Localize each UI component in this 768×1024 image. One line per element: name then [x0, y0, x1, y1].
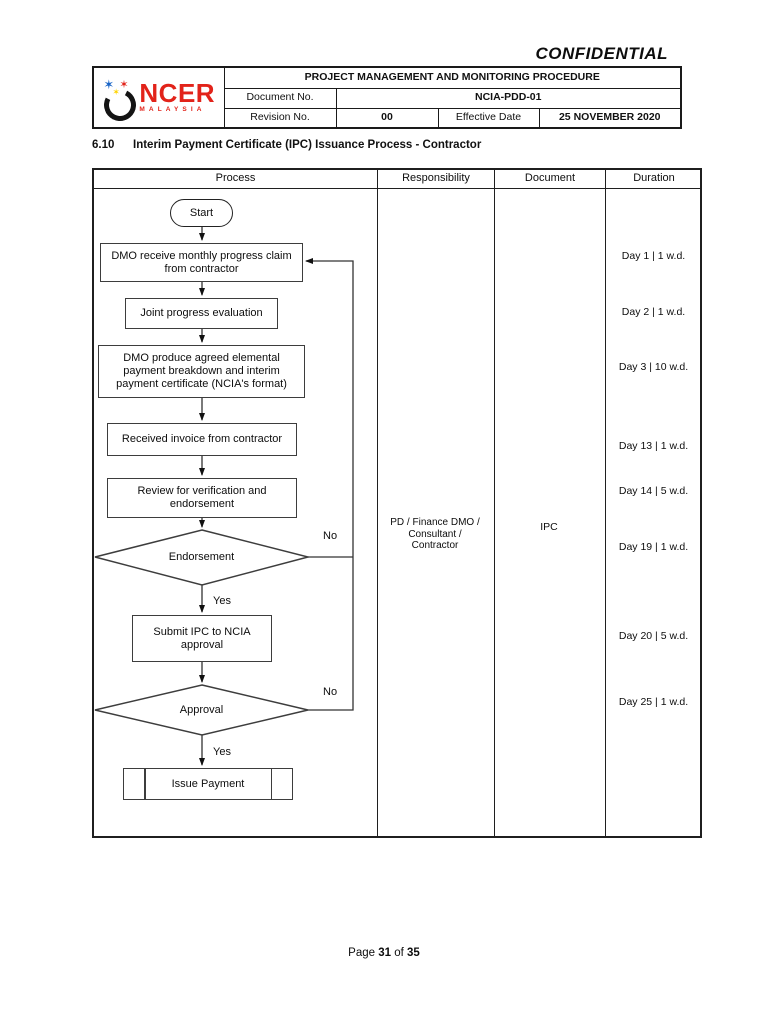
flow-step-receive-claim: DMO receive monthly progress claim from …: [100, 243, 303, 282]
section-title: Interim Payment Certificate (IPC) Issuan…: [133, 139, 482, 151]
logo-name: NCER: [139, 77, 216, 108]
procedure-title: PROJECT MANAGEMENT AND MONITORING PROCED…: [223, 66, 682, 89]
ncer-logo-icon: ✶ ✶ ✶: [100, 76, 141, 125]
revision-no-value: 00: [335, 107, 439, 129]
issue-payment-label: Issue Payment: [171, 777, 245, 790]
decision-approval-label: Approval: [179, 704, 224, 716]
column-header-responsibility: Responsibility: [402, 172, 470, 184]
document-value: IPC: [540, 521, 558, 533]
feedback-no-connector: [305, 258, 354, 711]
of-label: of: [394, 947, 404, 959]
ncer-logo: ✶ ✶ ✶ NCER MALAYSIA: [94, 76, 224, 125]
decision-endorsement-diamond: [94, 529, 311, 586]
decision-approval-diamond: [94, 684, 309, 736]
column-divider: [494, 170, 495, 836]
star-icon: ✶: [112, 86, 120, 97]
logo-subtitle: MALAYSIA: [139, 106, 206, 114]
document-no-value: NCIA-PDD-01: [335, 87, 682, 109]
effective-date-label: Effective Date: [437, 107, 540, 129]
flow-step-received-invoice: Received invoice from contractor: [107, 423, 297, 456]
flow-step-submit-ipc: Submit IPC to NCIA approval: [132, 615, 272, 662]
predefined-process-bar: [144, 769, 146, 799]
column-header-process: Process: [215, 172, 256, 184]
page-footer: Page 31 of 35: [0, 947, 768, 959]
flow-step-review: Review for verification and endorsement: [107, 478, 297, 518]
duration-label: Day 19 | 1 w.d.: [618, 541, 689, 553]
page-number: 31: [378, 947, 392, 959]
page-total: 35: [407, 947, 420, 959]
column-divider: [605, 170, 606, 836]
document-no-label: Document No.: [223, 87, 337, 109]
section-number: 6.10: [92, 139, 115, 151]
responsibility-value: PD / Finance DMO / Consultant / Contract…: [390, 517, 480, 551]
decision-endorsement-label: Endorsement: [168, 551, 235, 563]
duration-label: Day 1 | 1 w.d.: [621, 250, 686, 262]
duration-label: Day 3 | 10 w.d.: [618, 361, 689, 373]
yes-label-approval: Yes: [213, 746, 231, 758]
table-header-row: [94, 170, 700, 189]
revision-no-label: Revision No.: [223, 107, 337, 129]
effective-date-value: 25 NOVEMBER 2020: [538, 107, 682, 129]
header-table: ✶ ✶ ✶ NCER MALAYSIA PROJECT MANAGEMENT A…: [92, 66, 682, 129]
star-icon: ✶: [119, 78, 129, 91]
duration-label: Day 2 | 1 w.d.: [621, 306, 686, 318]
star-icon: ✶: [103, 76, 115, 92]
flow-step-produce-breakdown: DMO produce agreed elemental payment bre…: [98, 345, 305, 398]
column-header-duration: Duration: [633, 172, 675, 184]
yes-label-endorsement: Yes: [213, 595, 231, 607]
no-label-endorsement: No: [323, 530, 338, 542]
predefined-process-bar: [270, 769, 272, 799]
column-divider: [377, 170, 378, 836]
no-label-approval: No: [323, 686, 338, 698]
column-header-document: Document: [524, 172, 576, 184]
flow-start-node: Start: [170, 199, 233, 227]
duration-label: Day 25 | 1 w.d.: [618, 696, 689, 708]
flow-end-issue-payment: Issue Payment: [123, 768, 293, 800]
confidential-label: CONFIDENTIAL: [535, 44, 668, 63]
flowchart-connectors: [94, 227, 354, 766]
duration-label: Day 20 | 5 w.d.: [618, 630, 689, 642]
logo-cell: ✶ ✶ ✶ NCER MALAYSIA: [92, 66, 225, 129]
flow-step-joint-evaluation: Joint progress evaluation: [125, 298, 278, 329]
duration-label: Day 13 | 1 w.d.: [618, 440, 689, 452]
page-label: Page: [348, 947, 376, 959]
duration-label: Day 14 | 5 w.d.: [618, 485, 689, 497]
